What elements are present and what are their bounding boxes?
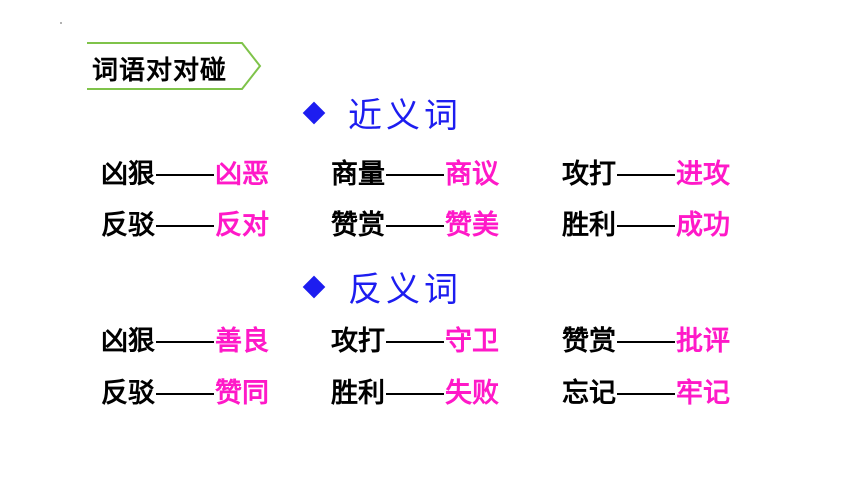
corner-dot: [60, 22, 62, 24]
pair-dash: [386, 340, 444, 343]
source-word: 赞赏: [331, 210, 385, 241]
antonym-pair: 忘记 牢记: [562, 378, 730, 410]
antonym-pair: 攻打 守卫: [331, 326, 499, 358]
source-word: 凶狠: [101, 159, 155, 190]
antonym-section-title: 反义词: [302, 262, 462, 311]
tag-arrow-shape: [87, 42, 262, 90]
answer-word: 牢记: [676, 378, 730, 409]
pair-dash: [386, 224, 444, 227]
source-word: 凶狠: [101, 326, 155, 357]
antonym-pair: 反驳 赞同: [101, 378, 269, 410]
diamond-bullet-icon: [302, 275, 326, 298]
synonym-section-title: 近义词: [302, 88, 462, 137]
pair-dash: [386, 173, 444, 176]
synonym-pair: 赞赏 赞美: [331, 210, 499, 242]
synonym-pair: 商量 商议: [331, 159, 499, 191]
source-word: 商量: [331, 159, 385, 190]
answer-word: 批评: [676, 326, 730, 357]
answer-word: 失败: [445, 378, 499, 409]
answer-word: 成功: [676, 210, 730, 241]
topic-tag: 词语对对碰: [86, 42, 262, 90]
pair-dash: [386, 392, 444, 395]
answer-word: 善良: [215, 326, 269, 357]
antonym-pair: 赞赏 批评: [562, 326, 730, 358]
pair-dash: [156, 173, 214, 176]
antonym-pair: 胜利 失败: [331, 378, 499, 410]
pair-dash: [617, 173, 675, 176]
answer-word: 守卫: [445, 326, 499, 357]
source-word: 忘记: [562, 378, 616, 409]
source-word: 赞赏: [562, 326, 616, 357]
synonym-pair: 攻打 进攻: [562, 159, 730, 191]
source-word: 攻打: [562, 159, 616, 190]
topic-tag-label: 词语对对碰: [92, 56, 228, 86]
source-word: 反驳: [101, 378, 155, 409]
answer-word: 反对: [215, 210, 269, 241]
pair-dash: [156, 224, 214, 227]
antonym-pair: 凶狠 善良: [101, 326, 269, 358]
answer-word: 赞同: [215, 378, 269, 409]
pair-dash: [617, 224, 675, 227]
antonym-title-label: 反义词: [348, 270, 462, 310]
pair-dash: [617, 392, 675, 395]
source-word: 攻打: [331, 326, 385, 357]
answer-word: 进攻: [676, 159, 730, 190]
synonym-pair: 胜利 成功: [562, 210, 730, 242]
answer-word: 凶恶: [215, 159, 269, 190]
pair-dash: [617, 340, 675, 343]
source-word: 反驳: [101, 210, 155, 241]
pair-dash: [156, 392, 214, 395]
synonym-title-label: 近义词: [348, 96, 462, 136]
diamond-bullet-icon: [302, 101, 326, 124]
answer-word: 赞美: [445, 210, 499, 241]
synonym-pair: 反驳 反对: [101, 210, 269, 242]
source-word: 胜利: [562, 210, 616, 241]
answer-word: 商议: [445, 159, 499, 190]
source-word: 胜利: [331, 378, 385, 409]
synonym-pair: 凶狠 凶恶: [101, 159, 269, 191]
pair-dash: [156, 340, 214, 343]
